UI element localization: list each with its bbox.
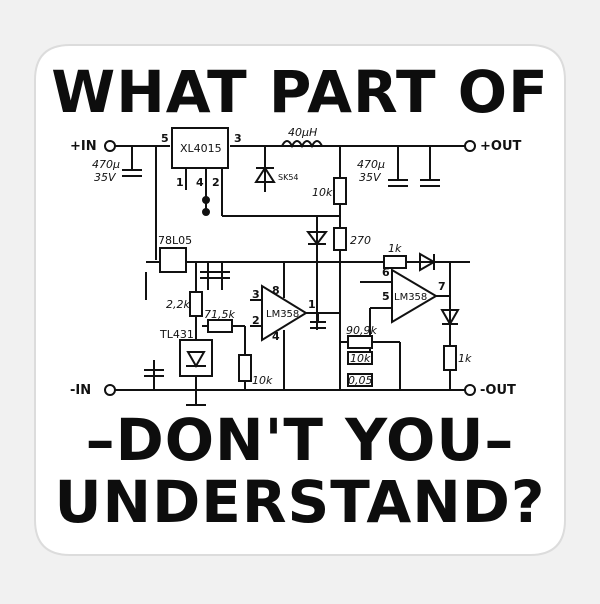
label-cap-in: 470µ bbox=[92, 158, 120, 171]
label-op-pin2: 2 bbox=[252, 314, 260, 327]
label-regulator: 78L05 bbox=[158, 234, 192, 247]
label-op-pin4: 4 bbox=[272, 330, 280, 343]
label-cap-out-voltage: 35V bbox=[359, 171, 382, 184]
label-pin4: 4 bbox=[196, 176, 204, 189]
label-r71-5k: 71,5k bbox=[204, 308, 235, 321]
label-out-plus: +OUT bbox=[480, 139, 522, 154]
label-reference: TL431 bbox=[159, 328, 194, 341]
label-r1k-right: 1k bbox=[458, 352, 472, 365]
headline-top: WHAT PART OF bbox=[51, 58, 549, 126]
label-op-pin8: 8 bbox=[272, 284, 280, 297]
label-r90-9k: 90,9k bbox=[346, 324, 377, 337]
headline-middle: –DON'T YOU– bbox=[85, 406, 515, 474]
label-diode: SK54 bbox=[278, 173, 299, 182]
label-in-minus: -IN bbox=[70, 383, 91, 398]
label-pin1: 1 bbox=[176, 176, 184, 189]
label-opamp-right: LM358 bbox=[394, 292, 427, 303]
label-pin5: 5 bbox=[161, 132, 169, 145]
label-op2-pin5: 5 bbox=[382, 290, 390, 303]
headline-bottom: UNDERSTAND? bbox=[54, 468, 546, 536]
label-opamp-left: LM358 bbox=[266, 309, 299, 320]
label-pin3: 3 bbox=[234, 132, 242, 145]
label-cap-out: 470µ bbox=[357, 158, 385, 171]
label-converter: XL4015 bbox=[180, 142, 222, 155]
label-op-pin1: 1 bbox=[308, 298, 316, 311]
label-inductor: 40µH bbox=[288, 126, 317, 139]
label-r1k-top: 1k bbox=[388, 242, 402, 255]
label-pin2: 2 bbox=[212, 176, 220, 189]
label-op-pin3: 3 bbox=[252, 288, 260, 301]
label-out-minus: -OUT bbox=[480, 383, 516, 398]
label-r0-05: 0,05 bbox=[348, 374, 373, 387]
label-r2-2k: 2,2k bbox=[166, 298, 190, 311]
label-op2-pin7: 7 bbox=[438, 280, 446, 293]
label-cap-in-voltage: 35V bbox=[94, 171, 117, 184]
label-r10k-top: 10k bbox=[312, 186, 333, 199]
label-r10k-mid: 10k bbox=[350, 352, 371, 365]
label-r10k-left: 10k bbox=[252, 374, 273, 387]
label-r270: 270 bbox=[350, 234, 371, 247]
label-in-plus: +IN bbox=[70, 139, 97, 154]
label-op2-pin6: 6 bbox=[382, 266, 390, 279]
